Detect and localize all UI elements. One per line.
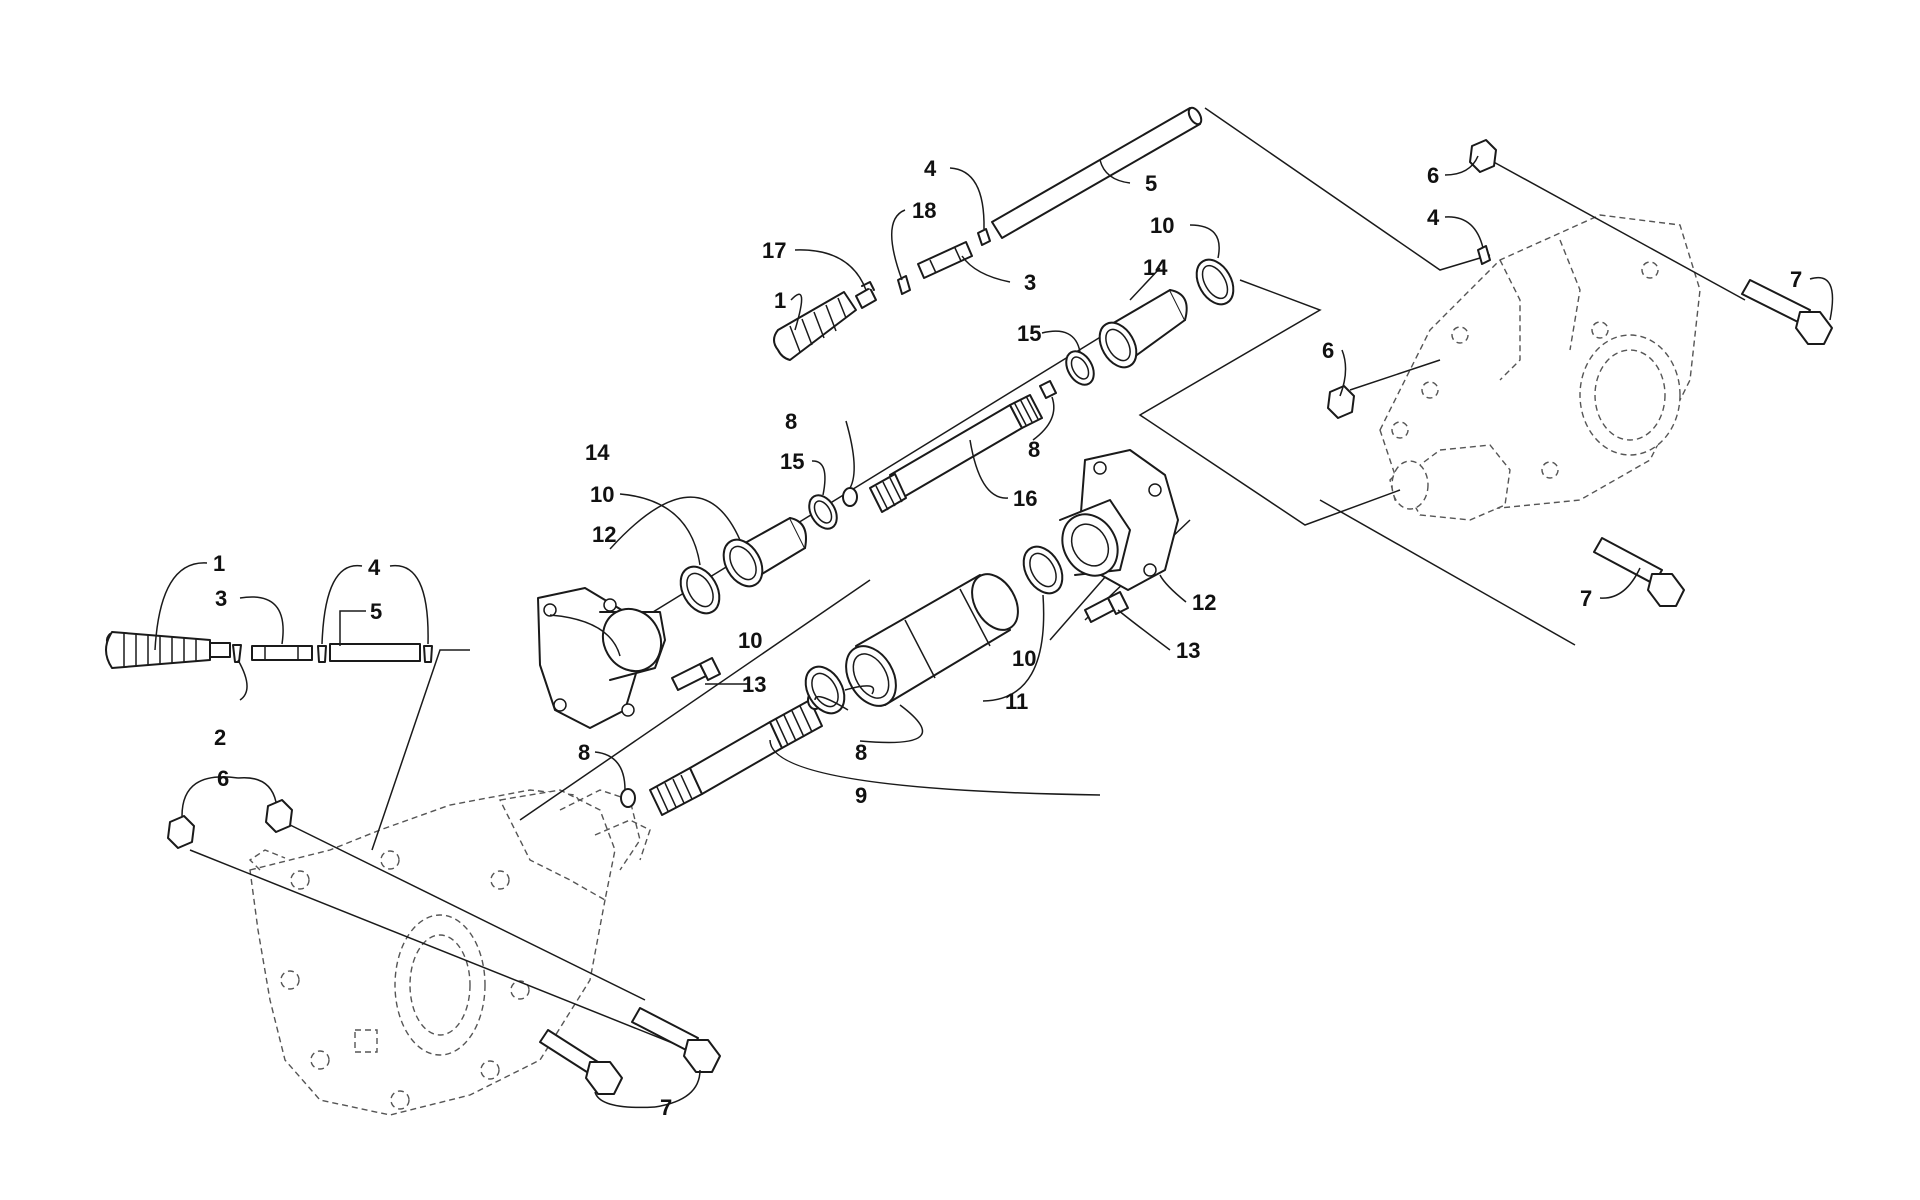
clip-4-right	[1477, 245, 1491, 265]
nut-6-left-b	[265, 799, 293, 833]
clip-2	[232, 644, 242, 663]
nut-6-left-a	[167, 815, 195, 849]
ring-15-mid	[808, 494, 838, 530]
nut-6-right-a	[1469, 139, 1497, 173]
callout-16: 16	[1013, 486, 1037, 511]
ring-10-lower	[804, 665, 846, 715]
bolt-7-right-b	[1593, 537, 1685, 607]
bolt-7-left-a	[539, 1029, 623, 1095]
callout-10: 10	[738, 628, 762, 653]
plug-8-upper-right	[1039, 380, 1057, 399]
plug-8-lower	[620, 788, 636, 808]
callout-leaders	[154, 155, 1834, 1109]
tube-5-upper	[991, 106, 1203, 239]
bolt-7-left-b	[631, 1007, 721, 1073]
clip-18	[897, 275, 911, 295]
callout-13: 13	[742, 672, 766, 697]
callout-18: 18	[912, 198, 936, 223]
callout-8: 8	[578, 740, 590, 765]
callout-8: 8	[785, 409, 797, 434]
bolt-7-right-a	[1741, 279, 1833, 345]
callout-8: 8	[855, 740, 867, 765]
plug-8-mid	[842, 487, 858, 507]
callout-7: 7	[1580, 586, 1592, 611]
sleeve-11	[845, 573, 1019, 707]
bolt-13-right	[1084, 591, 1129, 623]
callout-6: 6	[217, 766, 229, 791]
callout-3: 3	[215, 586, 227, 611]
flange-12-left	[537, 587, 666, 729]
callout-15: 15	[1017, 321, 1041, 346]
callout-12: 12	[1192, 590, 1216, 615]
callout-1: 1	[774, 288, 786, 313]
callout-10: 10	[1150, 213, 1174, 238]
front-boot-left	[105, 631, 231, 669]
boot-14-upper-right	[1098, 289, 1188, 369]
boot-14-mid	[722, 517, 807, 588]
callout-12: 12	[592, 522, 616, 547]
left-gearcase-housing	[248, 789, 651, 1116]
clamp-17	[855, 281, 877, 309]
callout-13: 13	[1176, 638, 1200, 663]
callout-5: 5	[1145, 171, 1157, 196]
clip-4-left	[317, 645, 433, 663]
callout-4: 4	[1427, 205, 1440, 230]
callout-2: 2	[214, 725, 226, 750]
shaft-9	[649, 699, 823, 816]
callout-6: 6	[1427, 163, 1439, 188]
coupler-3-upper	[917, 241, 973, 279]
callout-8: 8	[1028, 437, 1040, 462]
bolt-13-left	[671, 657, 721, 691]
callout-labels: 1 2 3 4 5 6 7 8 9 10 10 10 11 12 12 13 1…	[213, 156, 1802, 1120]
callout-4: 4	[924, 156, 937, 181]
callout-14: 14	[1143, 255, 1168, 280]
nut-6-right-b	[1327, 385, 1355, 419]
callout-6: 6	[1322, 338, 1334, 363]
tube-5-left	[329, 643, 421, 662]
coupler-3-left	[251, 645, 313, 661]
callout-10: 10	[1012, 646, 1036, 671]
rear-boot-upper	[773, 291, 857, 361]
right-gearcase-housing	[1379, 214, 1701, 521]
callout-3: 3	[1024, 270, 1036, 295]
callout-10: 10	[590, 482, 614, 507]
callout-15: 15	[780, 449, 804, 474]
ring-10-upper-right	[1195, 258, 1235, 306]
ring-10-lower-right	[1022, 545, 1064, 595]
callout-1: 1	[213, 551, 225, 576]
callout-17: 17	[762, 238, 786, 263]
callout-7: 7	[1790, 267, 1802, 292]
callout-14: 14	[585, 440, 610, 465]
callout-5: 5	[370, 599, 382, 624]
shaft-16	[869, 394, 1043, 513]
clip-4-upper	[977, 228, 991, 246]
assembly-center-lines	[189, 107, 1746, 1051]
ring-15-upper-right	[1065, 350, 1095, 386]
flange-12-right	[1059, 449, 1179, 591]
callout-7: 7	[660, 1095, 672, 1120]
callout-9: 9	[855, 783, 867, 808]
callout-4: 4	[368, 555, 381, 580]
ring-10-mid	[679, 565, 721, 615]
callout-11: 11	[1005, 689, 1028, 714]
